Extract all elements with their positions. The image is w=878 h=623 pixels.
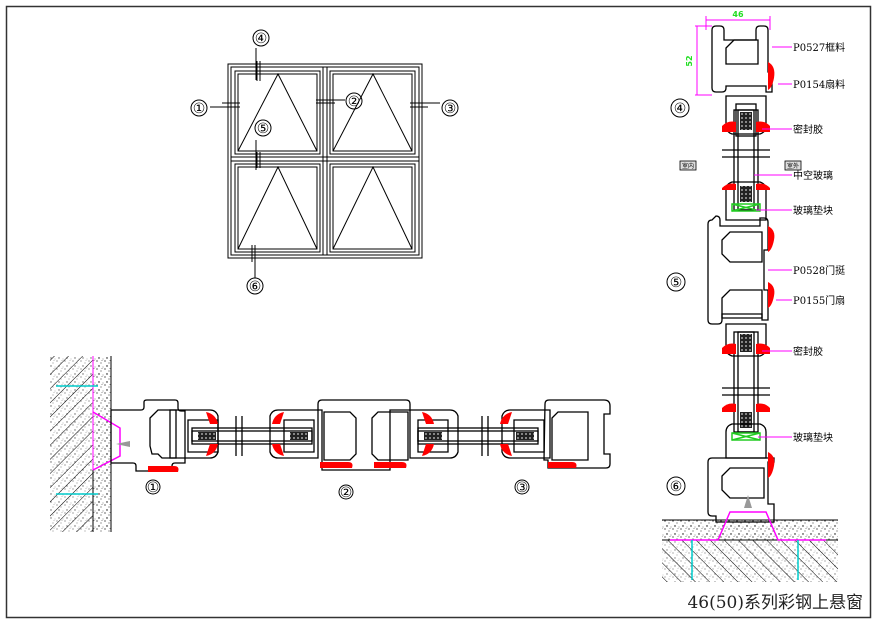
- callout-sash-p0155: P0155门扇: [793, 294, 845, 307]
- opening-indicator: [237, 72, 318, 152]
- horizontal-profiles: [110, 399, 611, 472]
- marker-2: [345, 92, 363, 110]
- vsec-marker-4: ④: [674, 101, 687, 117]
- drawing-title: 46(50)系列彩钢上悬窗: [687, 593, 863, 613]
- interior-tag: 室内: [682, 162, 694, 170]
- hsec-marker-1: ①: [147, 480, 160, 496]
- horizontal-seals: [148, 412, 577, 472]
- drawing-border: [5, 5, 872, 619]
- dimension-height: 52: [685, 55, 694, 66]
- marker-5: [254, 119, 272, 137]
- marker-6-label: ⑥: [249, 279, 262, 295]
- floor-section: [662, 495, 838, 582]
- hsec-marker-3: ③: [516, 480, 529, 496]
- marker-6: [246, 277, 264, 295]
- callout-frame-p0527: P0527框料: [793, 41, 845, 54]
- callout-setting-block-1: 玻璃垫块: [793, 204, 833, 217]
- callout-sealant-2: 密封胶: [793, 345, 823, 358]
- sash-bottom-right: [329, 163, 416, 253]
- dimension-lines: [695, 16, 771, 96]
- vertical-markers: [666, 98, 690, 496]
- callout-sash-p0154: P0154扇料: [793, 78, 845, 91]
- callout-insulated-glass: 中空玻璃: [793, 169, 833, 182]
- exterior-tag-box: [784, 160, 802, 171]
- marker-2-label: ②: [348, 94, 361, 110]
- sash-bottom-left: [234, 163, 321, 253]
- vertical-profiles: [707, 25, 775, 523]
- callout-sealant-1: 密封胶: [793, 123, 823, 136]
- horizontal-markers: [145, 479, 530, 500]
- marker-1: [190, 99, 208, 117]
- sash-top-right: [329, 70, 416, 155]
- dimension-width: 46: [732, 10, 744, 19]
- vsec-marker-6: ⑥: [670, 479, 683, 495]
- wall-section-left: [50, 356, 130, 532]
- exterior-tag: 室外: [787, 162, 799, 170]
- vsec-marker-5: ⑤: [670, 275, 683, 291]
- opening-indicator: [332, 72, 413, 152]
- callout-setting-block-2: 玻璃垫块: [793, 431, 833, 444]
- marker-4-label: ④: [255, 31, 268, 47]
- setting-blocks: [731, 203, 761, 441]
- leader-lines: [754, 46, 792, 438]
- callout-mullion-p0528: P0528门挺: [793, 264, 845, 277]
- elevation-markers: [190, 29, 459, 295]
- opening-indicator: [332, 165, 413, 250]
- marker-5-label: ⑤: [257, 121, 270, 137]
- marker-3-label: ③: [444, 101, 457, 117]
- sash-top-left: [234, 70, 321, 155]
- interior-tag-box: [679, 160, 697, 171]
- marker-3: [441, 99, 459, 117]
- marker-1-label: ①: [193, 101, 206, 117]
- marker-4: [252, 29, 270, 47]
- window-elevation: [210, 48, 440, 278]
- vertical-seals: [722, 62, 775, 478]
- opening-indicator: [237, 165, 318, 250]
- hsec-marker-2: ②: [340, 485, 353, 501]
